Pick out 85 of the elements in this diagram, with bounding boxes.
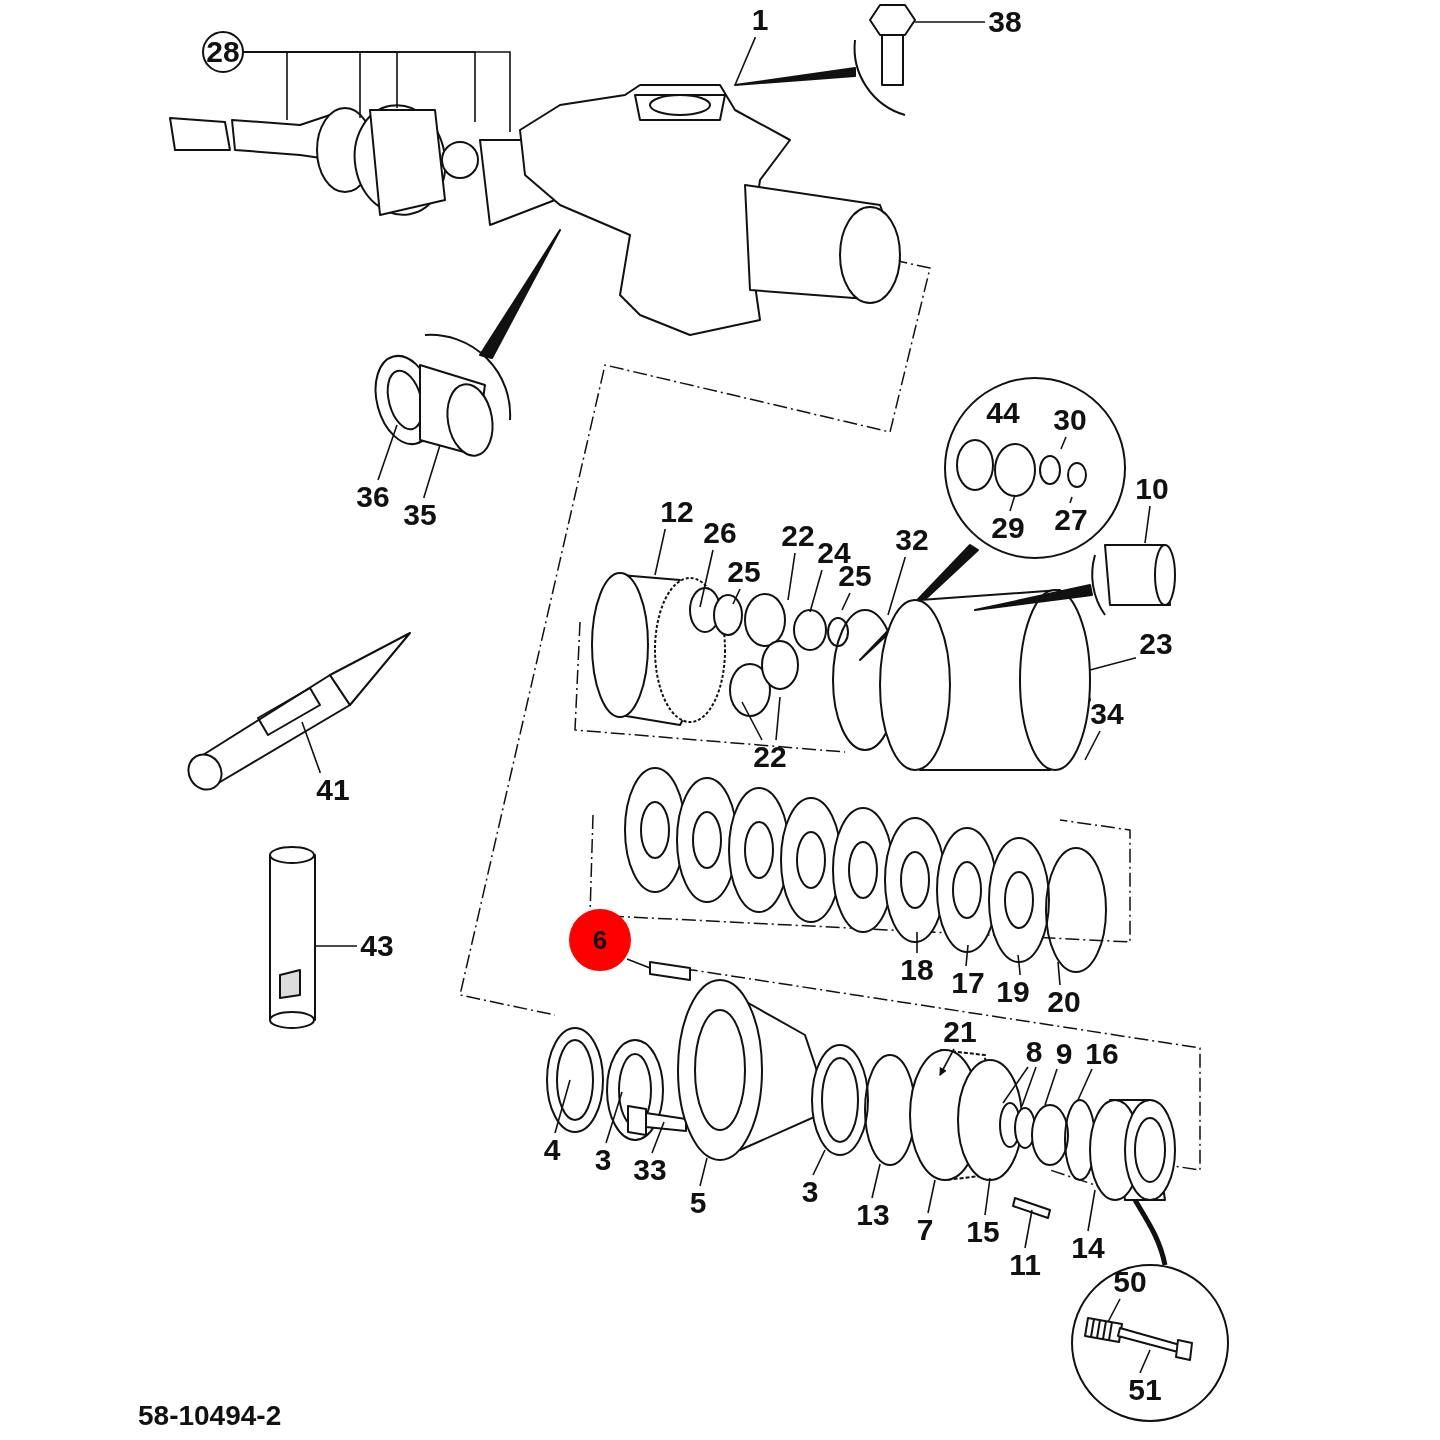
leader-line bbox=[916, 931, 918, 954]
highlighted-callout-number: 6 bbox=[569, 909, 631, 971]
leader-line bbox=[1144, 505, 1151, 544]
callout-number: 23 bbox=[1136, 627, 1176, 661]
callout-number: 3 bbox=[591, 1143, 615, 1177]
leader-line bbox=[1084, 730, 1101, 761]
leader-line bbox=[775, 696, 781, 741]
leader-line bbox=[699, 549, 714, 608]
callout-number: 1 bbox=[748, 3, 772, 37]
leader-line bbox=[841, 592, 851, 611]
leader-line bbox=[1107, 1298, 1121, 1323]
callout-number: 26 bbox=[700, 516, 740, 550]
leader-line bbox=[984, 1177, 991, 1216]
callout-number: 51 bbox=[1125, 1373, 1165, 1407]
leader-line bbox=[1077, 1068, 1093, 1101]
callout-number: 22 bbox=[778, 519, 818, 553]
callout-number: 10 bbox=[1132, 472, 1172, 506]
callout-number: 4 bbox=[540, 1133, 564, 1167]
leader-line bbox=[1069, 496, 1073, 504]
leader-line bbox=[1087, 1189, 1096, 1232]
callout-number: 14 bbox=[1068, 1231, 1108, 1265]
callout-number: 50 bbox=[1110, 1265, 1150, 1299]
callout-number: 34 bbox=[1087, 697, 1127, 731]
leader-line bbox=[1002, 1066, 1029, 1104]
leader-line bbox=[301, 721, 321, 774]
callout-number: 12 bbox=[657, 495, 697, 529]
leader-line bbox=[243, 51, 511, 133]
leader-line bbox=[787, 552, 796, 601]
callout-number: 13 bbox=[853, 1198, 893, 1232]
callout-number: 15 bbox=[963, 1215, 1003, 1249]
callout-number: 17 bbox=[948, 966, 988, 1000]
leader-line bbox=[732, 588, 741, 605]
leader-line bbox=[423, 444, 441, 499]
leader-line bbox=[871, 1163, 881, 1199]
callout-number: 20 bbox=[1044, 985, 1084, 1019]
leader-line bbox=[314, 945, 358, 947]
callout-number: 21 bbox=[940, 1015, 980, 1049]
leader-line bbox=[927, 1179, 936, 1214]
leader-line bbox=[626, 958, 651, 969]
callout-number: 35 bbox=[400, 498, 440, 532]
leader-line bbox=[1009, 494, 1016, 512]
callout-number: 44 bbox=[983, 396, 1023, 430]
leader-line bbox=[887, 556, 906, 616]
leader-line bbox=[1021, 1066, 1037, 1107]
leader-line bbox=[654, 528, 666, 576]
leader-line bbox=[1139, 1349, 1151, 1374]
callout-number: 16 bbox=[1082, 1037, 1122, 1071]
leader-line bbox=[914, 21, 986, 23]
leader-line bbox=[809, 569, 823, 613]
callout-number: 11 bbox=[1005, 1248, 1045, 1282]
callout-number: 22 bbox=[750, 740, 790, 774]
leader-line bbox=[1044, 1068, 1058, 1106]
callout-number: 36 bbox=[353, 480, 393, 514]
leader-line bbox=[965, 944, 969, 967]
leader-line bbox=[1089, 657, 1137, 671]
leader-line bbox=[741, 701, 763, 741]
leader-line bbox=[699, 1157, 708, 1187]
callout-number: 5 bbox=[686, 1186, 710, 1220]
callout-number: 38 bbox=[985, 5, 1025, 39]
callout-number: 3 bbox=[798, 1175, 822, 1209]
callout-number: 9 bbox=[1052, 1037, 1076, 1071]
callout-number: 41 bbox=[313, 773, 353, 807]
leader-line bbox=[939, 1048, 955, 1076]
callout-number: 32 bbox=[892, 523, 932, 557]
callout-number: 43 bbox=[357, 929, 397, 963]
callout-number: 29 bbox=[988, 511, 1028, 545]
callout-number: 30 bbox=[1050, 403, 1090, 437]
circled-callout-number: 28 bbox=[202, 31, 244, 73]
callout-number: 19 bbox=[993, 975, 1033, 1009]
leader-line bbox=[1017, 954, 1021, 976]
leader-line bbox=[1057, 961, 1061, 986]
callout-number: 25 bbox=[724, 555, 764, 589]
callout-number: 33 bbox=[630, 1153, 670, 1187]
callout-number: 7 bbox=[913, 1213, 937, 1247]
callout-number: 8 bbox=[1022, 1035, 1046, 1069]
leader-line bbox=[812, 1149, 826, 1176]
leader-line bbox=[734, 36, 756, 86]
drawing-number: 58-10494-2 bbox=[138, 1400, 282, 1432]
leader-line bbox=[377, 424, 398, 481]
leader-line bbox=[1060, 436, 1067, 450]
callout-number: 18 bbox=[897, 953, 937, 987]
callout-number: 27 bbox=[1051, 503, 1091, 537]
leader-line bbox=[605, 1091, 623, 1144]
leader-line bbox=[1024, 1209, 1033, 1249]
leader-line bbox=[651, 1121, 665, 1154]
